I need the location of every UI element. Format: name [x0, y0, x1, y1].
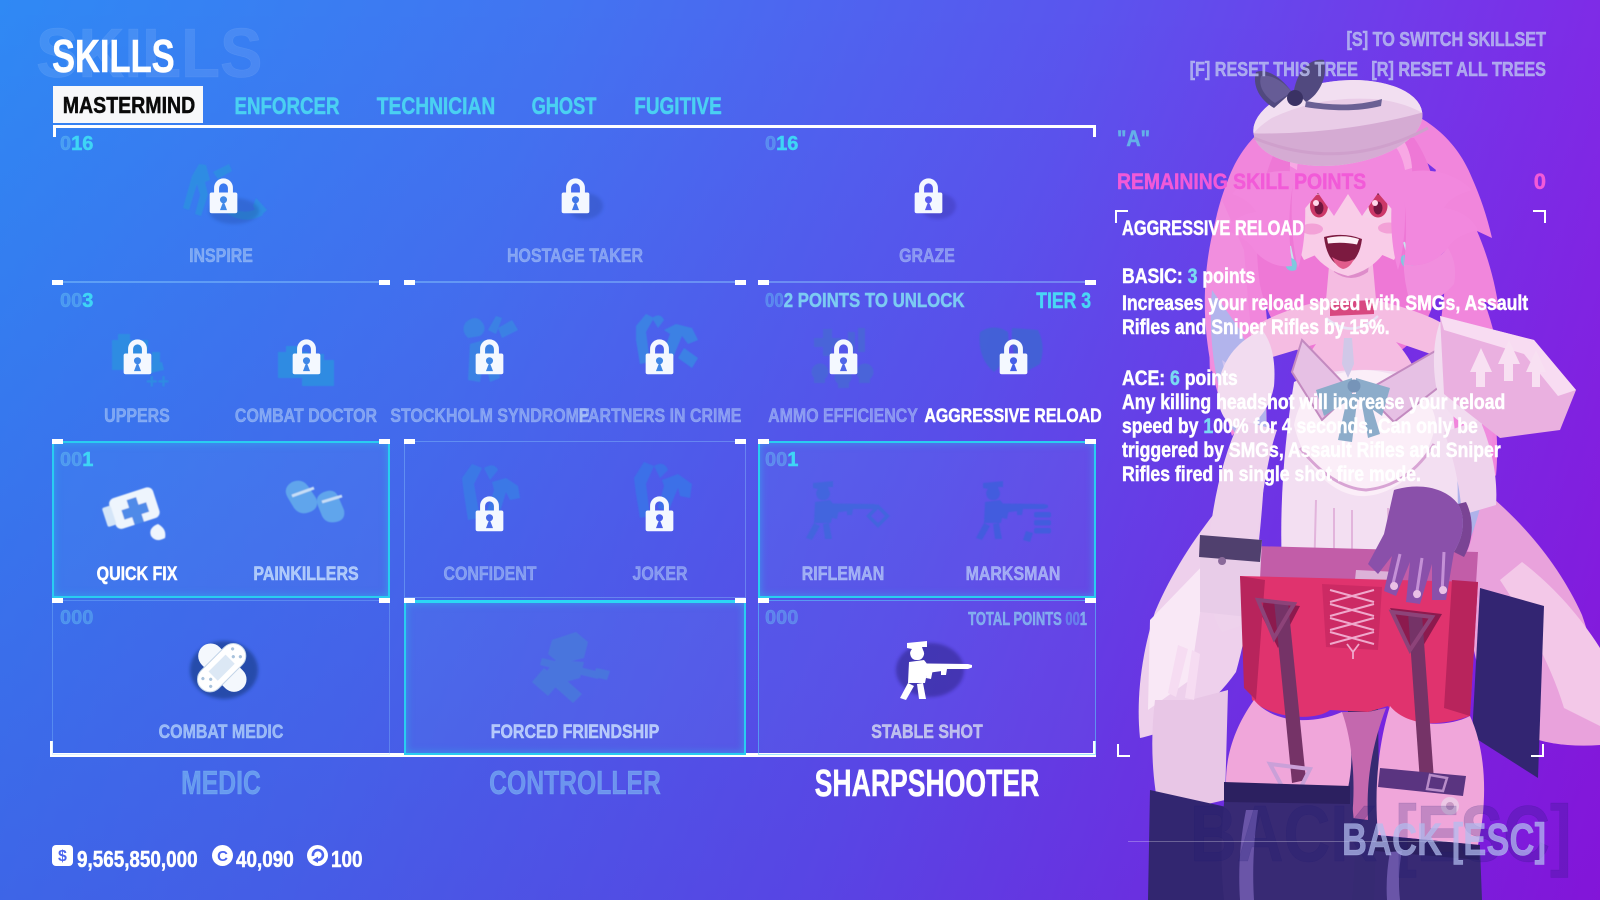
svg-text:$: $: [58, 848, 67, 865]
svg-text:++: ++: [146, 371, 169, 393]
svg-text:C: C: [217, 848, 228, 865]
